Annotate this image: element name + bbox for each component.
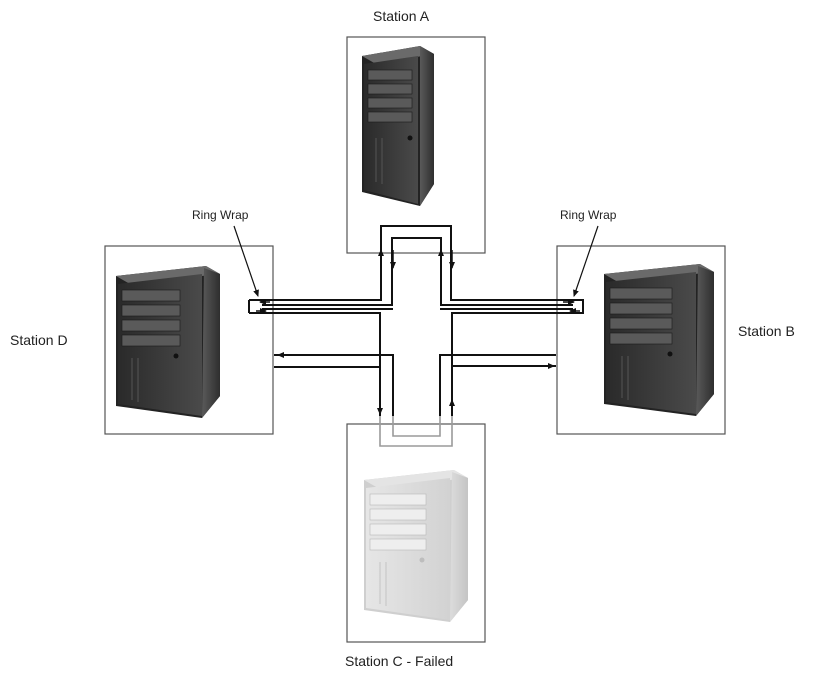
station-d-label: Station D bbox=[10, 332, 68, 348]
station-c-failed-computer-icon bbox=[364, 470, 468, 622]
station-a-computer-icon bbox=[362, 46, 434, 206]
ring-wrap-label-left: Ring Wrap bbox=[192, 208, 248, 222]
station-b-computer-icon bbox=[604, 264, 714, 416]
station-a-label: Station A bbox=[373, 8, 429, 24]
ring-direction-arrows bbox=[256, 250, 580, 414]
station-b-label: Station B bbox=[738, 323, 795, 339]
station-d-computer-icon bbox=[116, 266, 220, 418]
ring-cable bbox=[249, 226, 583, 416]
station-c-label: Station C - Failed bbox=[345, 653, 453, 669]
ring-wrap-label-right: Ring Wrap bbox=[560, 208, 616, 222]
